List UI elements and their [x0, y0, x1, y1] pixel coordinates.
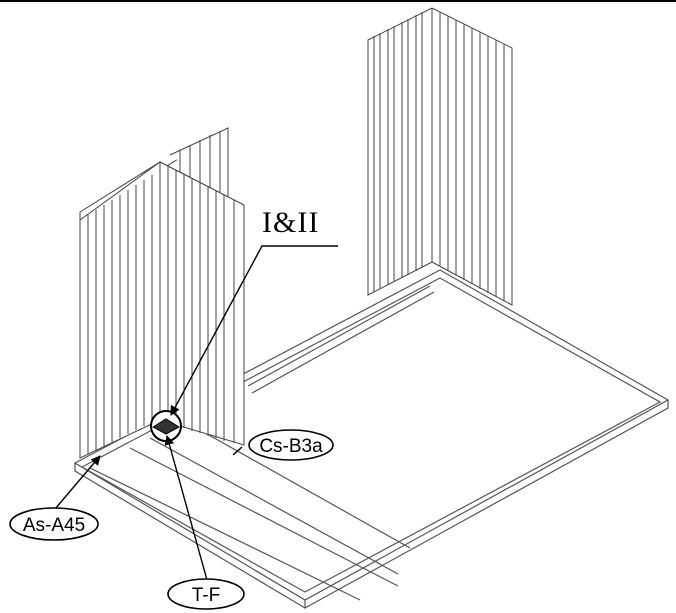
as-callout-label: As-A45: [23, 515, 85, 536]
tf-callout-label: T-F: [192, 585, 221, 606]
leader-lines: [54, 245, 338, 581]
detail-marker: [150, 410, 182, 442]
left-wall-panel: [79, 127, 245, 459]
tf-callout: T-F: [167, 578, 245, 610]
detail-reference-label: I&II: [262, 206, 319, 239]
back-right-wall-panel: [367, 7, 513, 306]
floor-base: [73, 269, 670, 610]
cs-callout: Cs-B3a: [248, 429, 334, 461]
cs-callout-label: Cs-B3a: [259, 436, 323, 457]
top-border-rule: [0, 0, 676, 2]
as-callout: As-A45: [9, 507, 99, 541]
